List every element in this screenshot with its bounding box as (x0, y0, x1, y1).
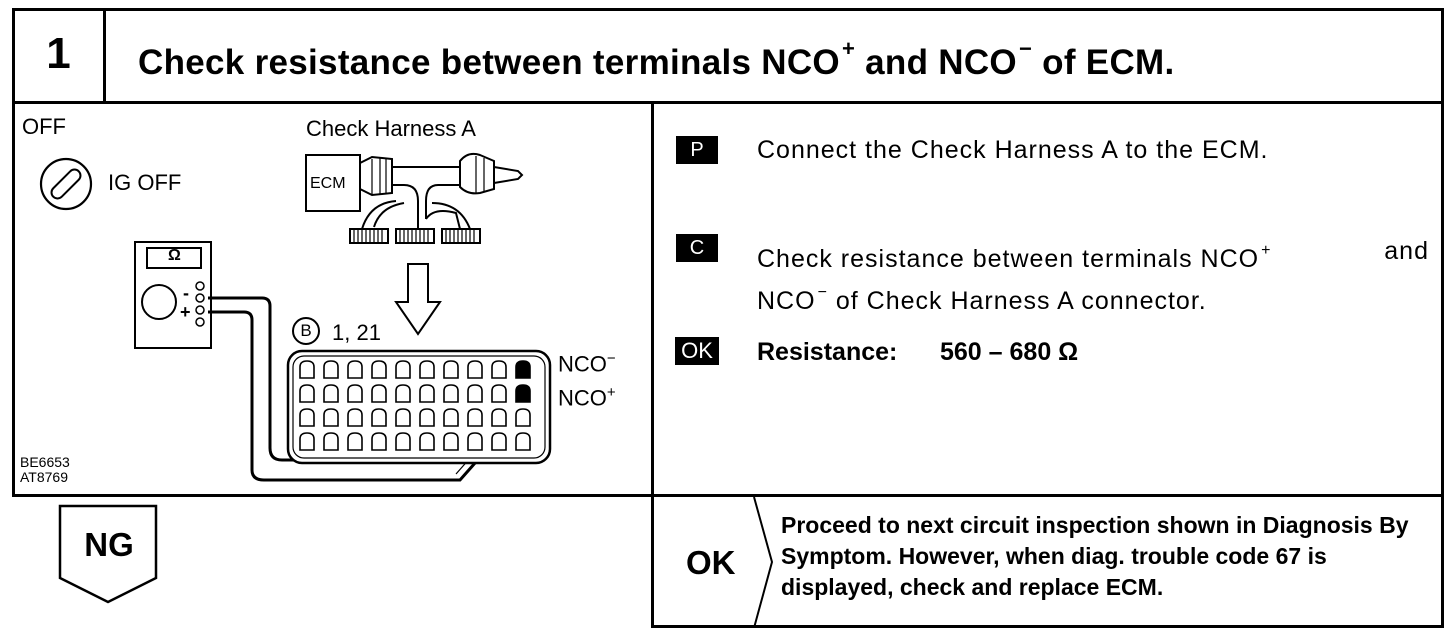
connector-cavity (395, 432, 411, 451)
prep-instruction: Connect the Check Harness A to the ECM. (757, 136, 1269, 164)
check-text-2: and (1384, 237, 1429, 265)
connector-cavity (419, 432, 435, 451)
nco-plus-sign: + (606, 384, 616, 401)
connector-cavity (443, 408, 459, 427)
meter-minus-label: - (183, 283, 189, 303)
connector-cavity (299, 384, 315, 403)
nco-minus-sign: − (606, 350, 616, 367)
title-text-2: and NCO (855, 43, 1017, 82)
ecm-label: ECM (310, 175, 346, 192)
check-line-1-text: Check resistance between terminals NCO+ (757, 234, 1271, 276)
nco-plus-label: NCO+ (558, 384, 616, 411)
check-line-1: Check resistance between terminals NCO+ … (757, 234, 1429, 276)
connector-cavity (299, 360, 315, 379)
ohm-symbol: Ω (168, 247, 181, 264)
connector-cavity (371, 384, 387, 403)
connector-cavity (467, 360, 483, 379)
connector-cavity (515, 432, 531, 451)
connector-cavity (467, 408, 483, 427)
figure-code-1: BE6653 (20, 454, 70, 470)
check-line-2: NCO− of Check Harness A connector. (757, 276, 1429, 318)
connector-cavity (347, 408, 363, 427)
ok-chevron (753, 497, 774, 628)
down-arrow-icon (394, 263, 442, 336)
ignition-key-icon (39, 157, 93, 211)
connector-cavity (323, 432, 339, 451)
title-text-1: Check resistance between terminals NCO (138, 43, 840, 82)
title-text-3: of ECM. (1032, 43, 1175, 82)
check-text-3: NCO (757, 287, 816, 315)
prep-tag: P (676, 136, 718, 164)
connector-cavity (347, 384, 363, 403)
connector-cavity (491, 408, 507, 427)
check-minus-sign: − (817, 284, 828, 301)
connector-cavity (371, 432, 387, 451)
resistance-label: Resistance: (757, 338, 898, 366)
connector-cavity (443, 432, 459, 451)
nco-minus-label: NCO− (558, 350, 616, 377)
ng-arrow-shape (58, 504, 158, 604)
check-text-1: Check resistance between terminals NCO (757, 245, 1260, 273)
connector-cavity (395, 384, 411, 403)
figure-code-2: AT8769 (20, 469, 68, 485)
connector-cavity (371, 360, 387, 379)
check-harness-label: Check Harness A (306, 116, 476, 141)
connector-b-letter: B (292, 317, 320, 345)
harness-drawing (305, 152, 524, 244)
connector-cavity (443, 384, 459, 403)
connector-cavity (299, 432, 315, 451)
check-instruction: Check resistance between terminals NCO+ … (757, 234, 1429, 318)
connector-cavity (419, 408, 435, 427)
step-number-divider (103, 8, 106, 104)
terminal-numbers: 1, 21 (332, 320, 381, 345)
connector-cavity (491, 360, 507, 379)
connector-cavity (491, 384, 507, 403)
connector-cavity (467, 384, 483, 403)
connector-cavity (515, 384, 531, 403)
connector-cavity (467, 432, 483, 451)
connector-cavity (515, 408, 531, 427)
check-plus-sign: + (1261, 242, 1272, 259)
ng-label: NG (84, 526, 134, 563)
connector-cavity (491, 432, 507, 451)
connector-cavity (323, 408, 339, 427)
ok-result-text: Proceed to next circuit inspection shown… (781, 512, 1409, 600)
connector-cavity (323, 384, 339, 403)
check-tag: C (676, 234, 718, 262)
title-minus-sign: − (1018, 36, 1033, 61)
ok-result-label: OK (686, 544, 736, 581)
connector-face (286, 349, 552, 465)
connector-b-circle: B (292, 316, 320, 345)
content-divider (651, 101, 654, 497)
connector-cavity (347, 432, 363, 451)
connector-cavity (515, 360, 531, 379)
ig-off-label: IG OFF (108, 170, 182, 195)
title-plus-sign: + (841, 36, 856, 61)
connector-cavity (323, 360, 339, 379)
connector-cavity (443, 360, 459, 379)
ok-result-box (651, 494, 1444, 628)
nco-plus-text: NCO (558, 385, 607, 411)
step-title: Check resistance between terminals NCO+ … (138, 36, 1175, 83)
nco-minus-text: NCO (558, 351, 607, 377)
connector-cavity (347, 360, 363, 379)
ohmmeter-icon (134, 241, 212, 349)
step-number: 1 (46, 29, 71, 78)
connector-cavity (299, 408, 315, 427)
connector-cavity (395, 360, 411, 379)
connector-cavity (371, 408, 387, 427)
connector-cavity (419, 360, 435, 379)
meter-plus-label: + (180, 302, 191, 322)
connector-cavity (395, 408, 411, 427)
ok-tag: OK (675, 337, 719, 365)
off-label: OFF (22, 114, 66, 139)
resistance-value: 560 – 680 Ω (940, 338, 1079, 366)
connector-cavity (419, 384, 435, 403)
check-text-4: of Check Harness A connector. (827, 287, 1207, 315)
